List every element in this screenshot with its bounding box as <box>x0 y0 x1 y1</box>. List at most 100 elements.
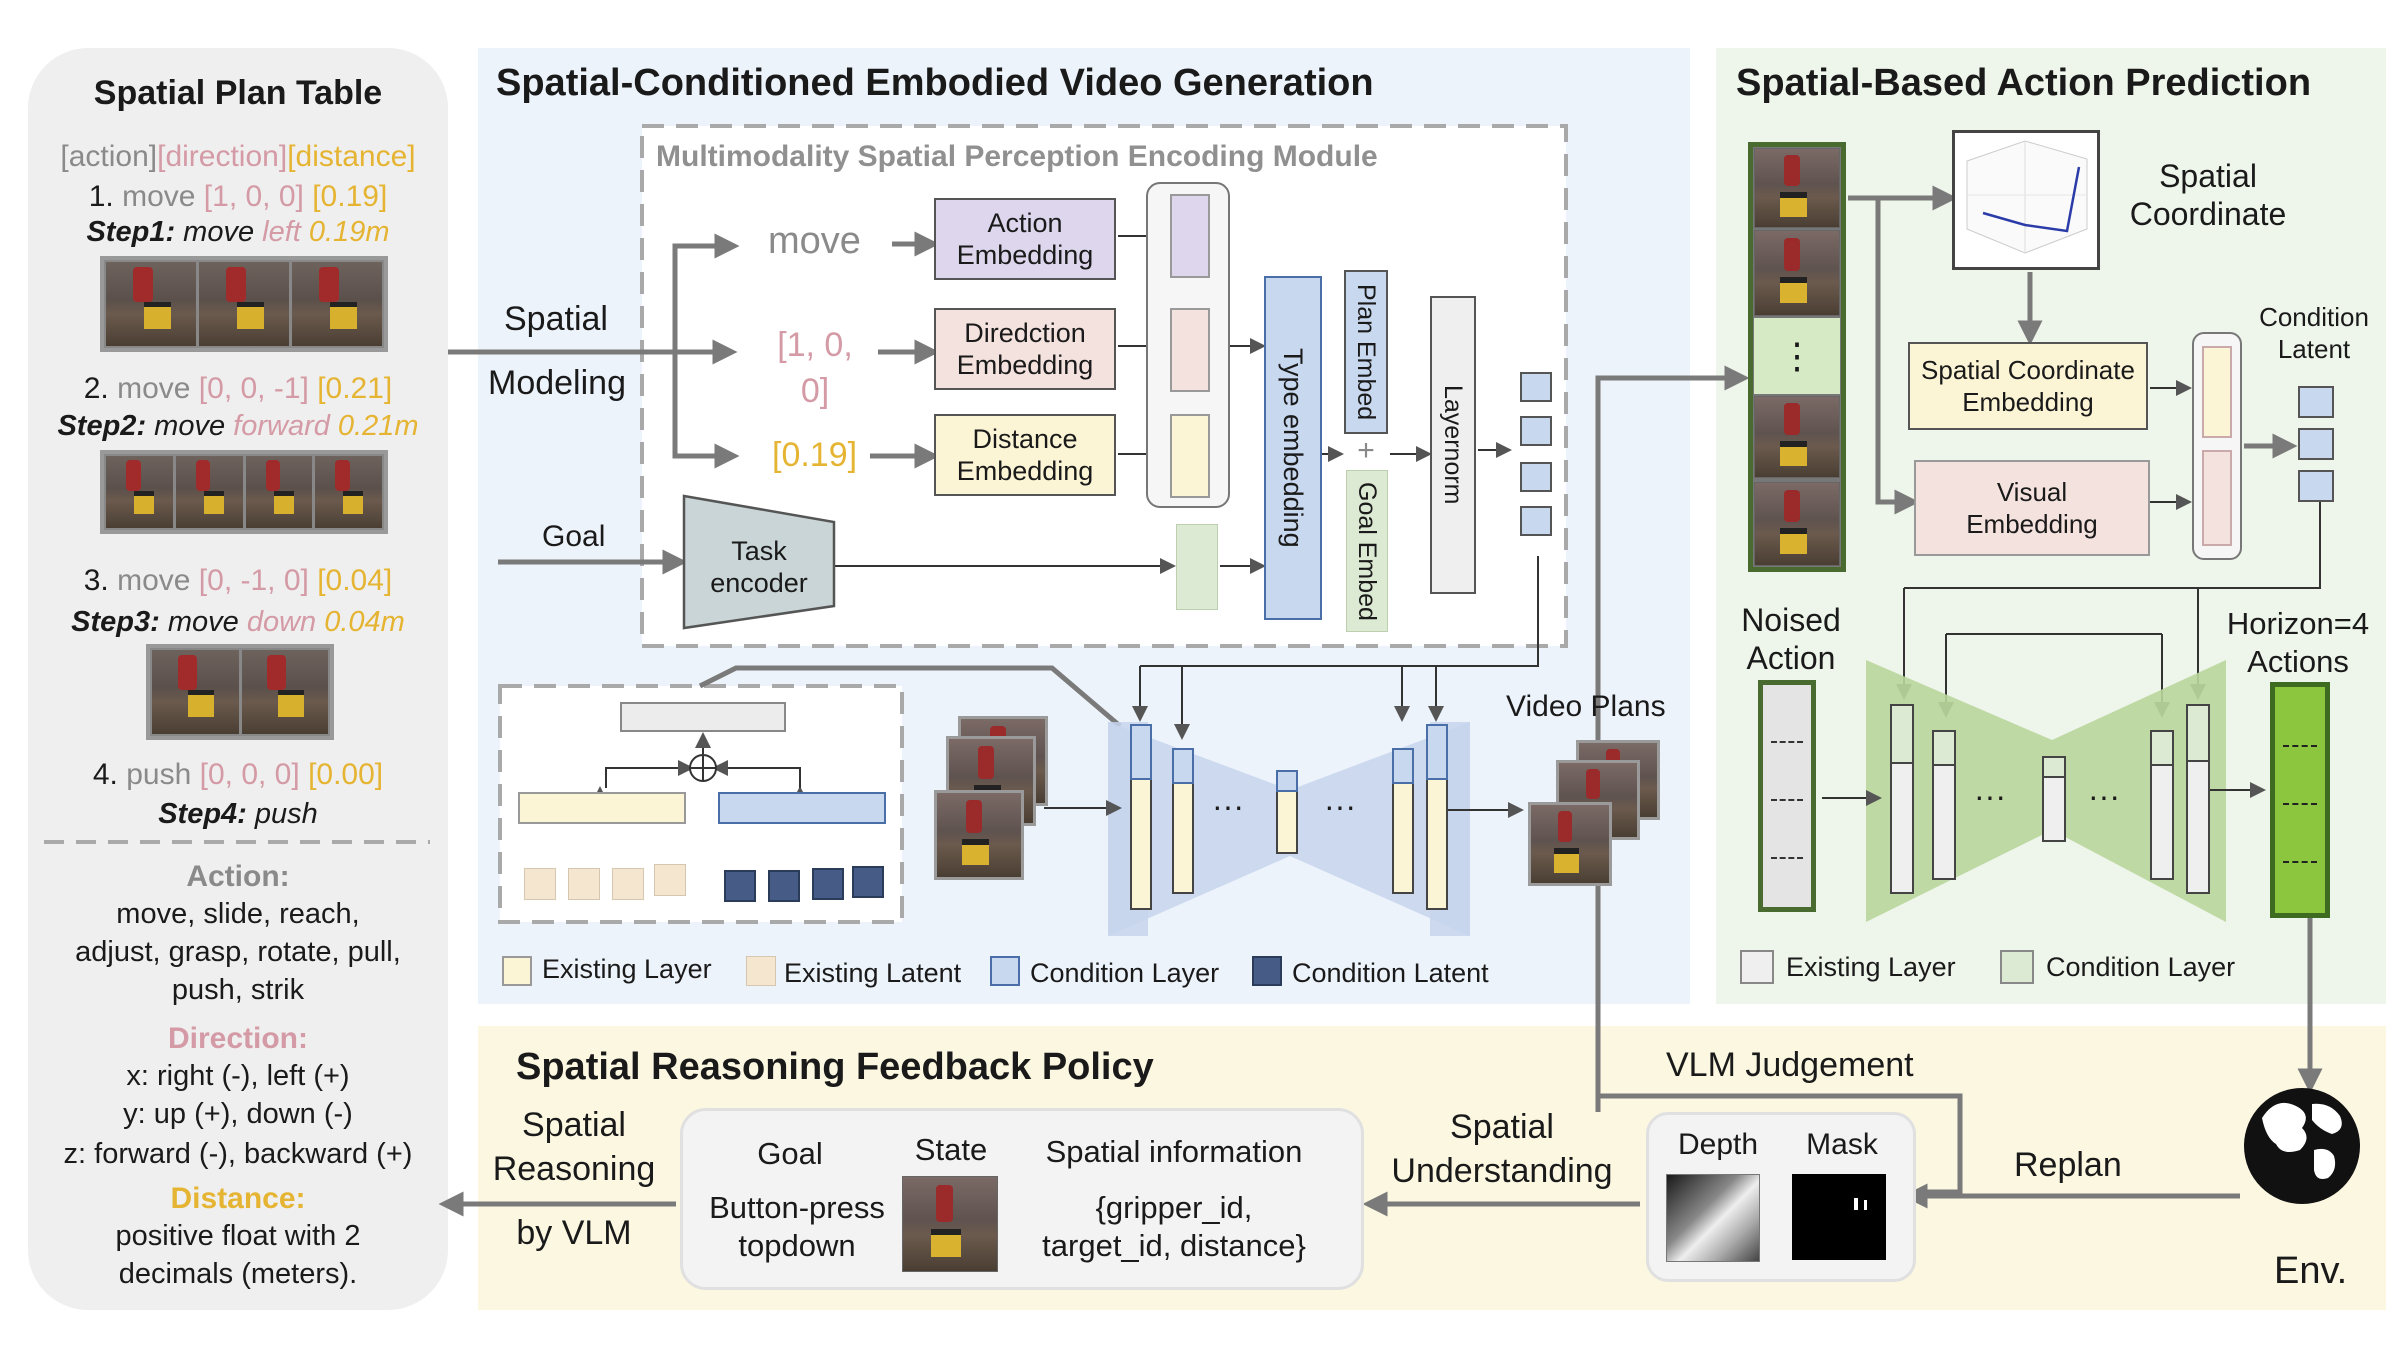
column-frame <box>1754 482 1840 566</box>
plan-step-2-desc: Step2: move forward 0.21m <box>28 410 448 443</box>
step-desc-distance: 0.19m <box>308 216 390 248</box>
video-plans-label: Video Plans <box>1506 690 1666 723</box>
action-unet-cond-cap <box>2186 704 2210 762</box>
goal-embed: Goal Embed <box>1346 470 1388 632</box>
legend-condition-latent-swatch <box>1252 956 1282 986</box>
inset-existing-latent <box>612 868 644 900</box>
step-distance: [0.19] <box>312 180 388 213</box>
output-token <box>1520 372 1552 402</box>
noised-action-l1: Noised <box>1741 602 1841 638</box>
video-plan-frame <box>1528 802 1612 886</box>
distance-line-1: positive float with 2 <box>115 1220 361 1252</box>
input-vector-l2: 0] <box>800 372 830 410</box>
plan-embed-label: Plan Embed <box>1352 283 1380 421</box>
step-vector: [0, 0, 0] <box>199 758 300 791</box>
reasoning-l1: Spatial <box>522 1106 626 1144</box>
output-token <box>1520 416 1552 446</box>
inset-condition-latent <box>724 870 756 902</box>
context-spatial-info-l1: {gripper_id, <box>1095 1190 1253 1225</box>
goal-slot <box>1176 524 1218 610</box>
plan-table-header: [action][direction][distance] <box>28 140 448 174</box>
direction-line-3: z: forward (-), backward (+) <box>63 1138 413 1170</box>
action-unet-dots-right: ··· <box>2088 778 2120 814</box>
state-frame <box>902 1176 998 1272</box>
reasoning-l3: by VLM <box>516 1214 632 1252</box>
action-slot <box>1170 194 1210 278</box>
column-frame <box>1754 230 1840 316</box>
plan-step-4-desc: Step4: push <box>28 798 448 831</box>
horizon-l1: Horizon=4 <box>2226 606 2370 641</box>
step-2-frames <box>100 450 388 534</box>
spatial-label: Spatial <box>504 300 608 338</box>
depth-label: Depth <box>1677 1128 1759 1161</box>
direction-embedding-l1: Diredction <box>964 318 1086 348</box>
noisy-frame <box>934 790 1024 880</box>
legend-condition-layer: Condition Layer <box>1030 958 1220 988</box>
step-action: move <box>117 372 191 405</box>
step-number: 3. <box>83 564 109 597</box>
goal-embed-label: Goal Embed <box>1353 481 1381 621</box>
visual-embed-l1: Visual <box>1996 477 2068 507</box>
action-embedding-l1: Action <box>987 208 1063 238</box>
action-line-1: move, slide, reach, <box>116 898 360 930</box>
step-number: 4. <box>92 758 118 791</box>
reasoning-l2: Reasoning <box>492 1150 656 1188</box>
unet-cond-cap <box>1130 724 1152 780</box>
inset-existing-latent <box>568 868 600 900</box>
modeling-label: Modeling <box>488 364 626 402</box>
step-label: Step1: <box>86 216 176 248</box>
legend-existing-latent-swatch <box>746 956 776 986</box>
inset-condition-latent <box>768 870 800 902</box>
step-action: push <box>126 758 192 791</box>
context-spatial-info: Spatial information <box>1045 1134 1303 1169</box>
step-action: move <box>117 564 191 597</box>
unet-cond-cap <box>1172 748 1194 784</box>
noised-action-bar <box>1758 680 1816 912</box>
header-distance: [distance] <box>287 140 416 173</box>
plan-step-3-desc: Step3: move down 0.04m <box>28 606 448 639</box>
action-unet-dots-left: ··· <box>1974 778 2006 814</box>
understanding-l2: Understanding <box>1391 1152 1613 1190</box>
legend-existing-layer-swatch <box>502 956 532 986</box>
action-line-3: push, strik <box>171 974 305 1006</box>
layernorm: Layernorm <box>1430 296 1476 594</box>
context-goal: Goal <box>757 1136 823 1171</box>
legend-existing-layer: Existing Layer <box>542 954 712 984</box>
action-unet-cond-cap <box>1890 704 1914 764</box>
unet-cond-cap <box>1276 770 1298 792</box>
legend-condition-latent: Condition Latent <box>1292 958 1489 988</box>
env-label: Env. <box>2274 1250 2348 1292</box>
inset-existing-layer <box>518 792 686 824</box>
inset-existing-latent <box>654 864 686 896</box>
inset-condition-layer <box>718 792 886 824</box>
step-vector: [0, 0, -1] <box>198 372 309 405</box>
context-state: State <box>914 1132 988 1167</box>
context-spatial-info-l2: target_id, distance} <box>1042 1228 1306 1263</box>
unet-cond-cap <box>1426 724 1448 780</box>
depth-map <box>1666 1174 1760 1262</box>
mask-map <box>1792 1174 1886 1260</box>
task-encoder-l2: encoder <box>710 568 808 598</box>
visual-slot <box>2202 450 2232 546</box>
plan-table-title: Spatial Plan Table <box>93 74 383 112</box>
step-label: Step2: <box>57 410 147 442</box>
condition-latent-token <box>2298 386 2334 418</box>
step-label: Step3: <box>71 606 160 638</box>
step-desc-direction: down <box>246 606 317 638</box>
column-frame <box>1754 396 1840 478</box>
noised-action-l2: Action <box>1746 640 1836 676</box>
step-action: move <box>122 180 196 213</box>
action-line-2: adjust, grasp, rotate, pull, <box>75 936 401 968</box>
plus-sign: + <box>1357 434 1375 467</box>
horizon-l2: Actions <box>2247 644 2349 679</box>
plan-step-1-desc: Step1: move left 0.19m <box>28 216 448 249</box>
horizon-action-bar <box>2270 682 2330 918</box>
direction-slot <box>1170 308 1210 392</box>
step-desc-distance: 0.21m <box>337 410 419 442</box>
plan-embed: Plan Embed <box>1344 270 1388 434</box>
header-direction: [direction] <box>157 140 288 173</box>
input-distance: [0.19] <box>772 436 858 474</box>
trajectory-icon <box>1966 140 2088 254</box>
